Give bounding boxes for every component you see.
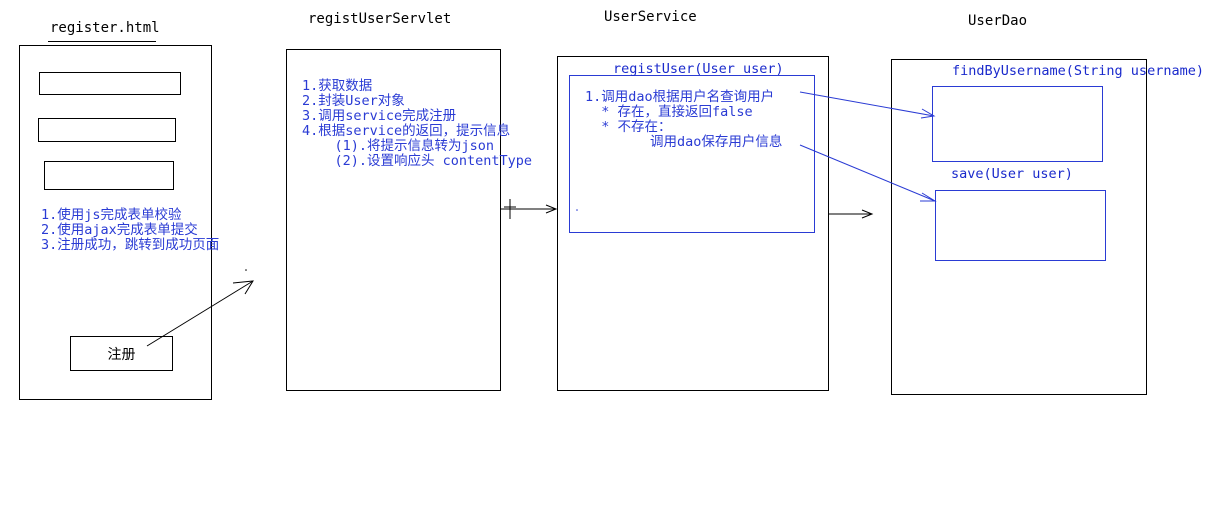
register-button-label: 注册: [107, 346, 136, 363]
dot-mark: [245, 269, 247, 271]
password-field[interactable]: [38, 118, 176, 142]
register-notes: 1.使用js完成表单校验 2.使用ajax完成表单提交 3.注册成功，跳转到成功…: [41, 208, 219, 253]
dot-mark: [576, 209, 578, 211]
service-note-2: * 存在，直接返回false: [585, 104, 753, 120]
dao-title: UserDao: [968, 13, 1028, 29]
servlet-to-service-arrow: [500, 199, 558, 219]
service-title: UserService: [604, 9, 697, 25]
servlet-note-6: (2).设置响应头 contentType: [302, 153, 533, 169]
register-note-3: 3.注册成功，跳转到成功页面: [41, 237, 220, 253]
servlet-note-5: (1).将提示信息转为json: [302, 138, 495, 154]
register-html-title: register.html: [50, 20, 160, 36]
service-note-1: 1.调用dao根据用户名查询用户: [585, 89, 775, 105]
find-by-username-label: findByUsername(String username): [952, 63, 1204, 79]
regist-user-method-box: [569, 75, 815, 233]
service-box: [557, 56, 829, 391]
service-note-3: * 不存在：: [585, 119, 672, 135]
register-to-servlet-arrow: [146, 280, 254, 347]
register-page-box: [19, 45, 212, 400]
service-to-dao-arrow: [829, 209, 874, 219]
query-to-find-arrow: [799, 91, 936, 119]
service-notes: 1.调用dao根据用户名查询用户 * 存在，直接返回false * 不存在： 调…: [585, 90, 782, 150]
save-method-label: save(User user): [951, 166, 1073, 182]
service-note-4: 调用dao保存用户信息: [585, 134, 783, 150]
servlet-note-4: 4.根据service的返回，提示信息: [302, 123, 511, 139]
servlet-note-1: 1.获取数据: [302, 78, 373, 94]
register-html-title-underline: [48, 41, 156, 42]
regist-user-method-label: registUser(User user): [613, 61, 784, 77]
servlet-notes: 1.获取数据 2.封装User对象 3.调用service完成注册 4.根据se…: [302, 79, 532, 169]
dao-box: [891, 59, 1147, 395]
servlet-note-2: 2.封装User对象: [302, 93, 405, 109]
register-note-2: 2.使用ajax完成表单提交: [41, 222, 198, 238]
servlet-box: [286, 49, 501, 391]
save-info-to-save-arrow: [799, 144, 937, 202]
servlet-note-3: 3.调用service完成注册: [302, 108, 457, 124]
servlet-title: registUserServlet: [308, 11, 452, 27]
register-note-1: 1.使用js完成表单校验: [41, 207, 182, 223]
email-field[interactable]: [44, 161, 174, 190]
find-by-username-box: [932, 86, 1103, 162]
username-field[interactable]: [39, 72, 181, 95]
register-button[interactable]: 注册: [70, 336, 173, 371]
save-method-box: [935, 190, 1106, 261]
